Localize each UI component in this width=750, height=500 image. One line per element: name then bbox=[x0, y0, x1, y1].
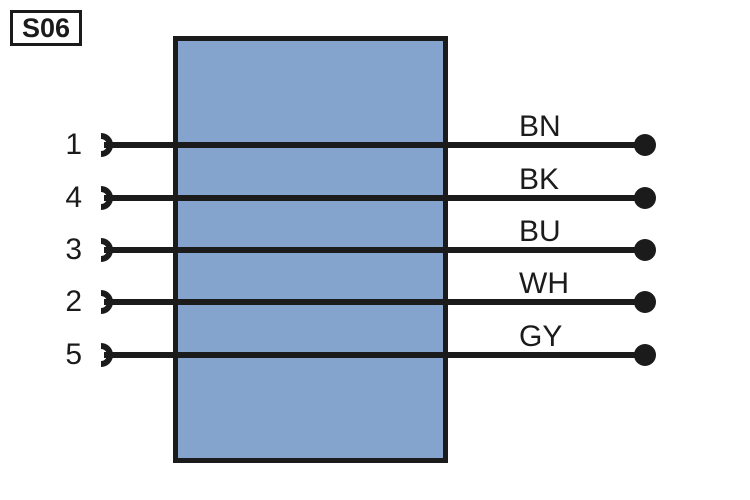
pin-number-label: 1 bbox=[65, 128, 82, 161]
terminal-dot-icon bbox=[634, 187, 656, 209]
terminal-dot-icon bbox=[634, 134, 656, 156]
terminal-dot-icon bbox=[634, 344, 656, 366]
wire-color-code-label: BU bbox=[519, 215, 561, 248]
wire-color-code-label: WH bbox=[519, 267, 569, 300]
wire-line bbox=[104, 352, 645, 358]
wire-color-code-label: GY bbox=[519, 320, 563, 353]
terminal-dot-icon bbox=[634, 239, 656, 261]
connection-row: 2 WH bbox=[0, 268, 750, 332]
connection-row: 4 BK bbox=[0, 164, 750, 228]
wire-line bbox=[104, 299, 645, 305]
connection-row: 3 BU bbox=[0, 216, 750, 280]
pin-number-label: 2 bbox=[65, 285, 82, 318]
device-tag-box: S06 bbox=[10, 10, 82, 46]
wire-line bbox=[104, 195, 645, 201]
wire-color-code-label: BK bbox=[519, 163, 560, 196]
wire-line bbox=[104, 247, 645, 253]
wire-color-code-label: BN bbox=[519, 110, 561, 143]
connection-row: 1 BN bbox=[0, 111, 750, 175]
terminal-dot-icon bbox=[634, 291, 656, 313]
connection-row: 5 GY bbox=[0, 321, 750, 385]
device-tag-label: S06 bbox=[21, 12, 71, 43]
pin-number-label: 3 bbox=[65, 233, 82, 266]
wire-line bbox=[104, 142, 645, 148]
pin-number-label: 5 bbox=[65, 338, 82, 371]
pin-number-label: 4 bbox=[65, 181, 82, 214]
